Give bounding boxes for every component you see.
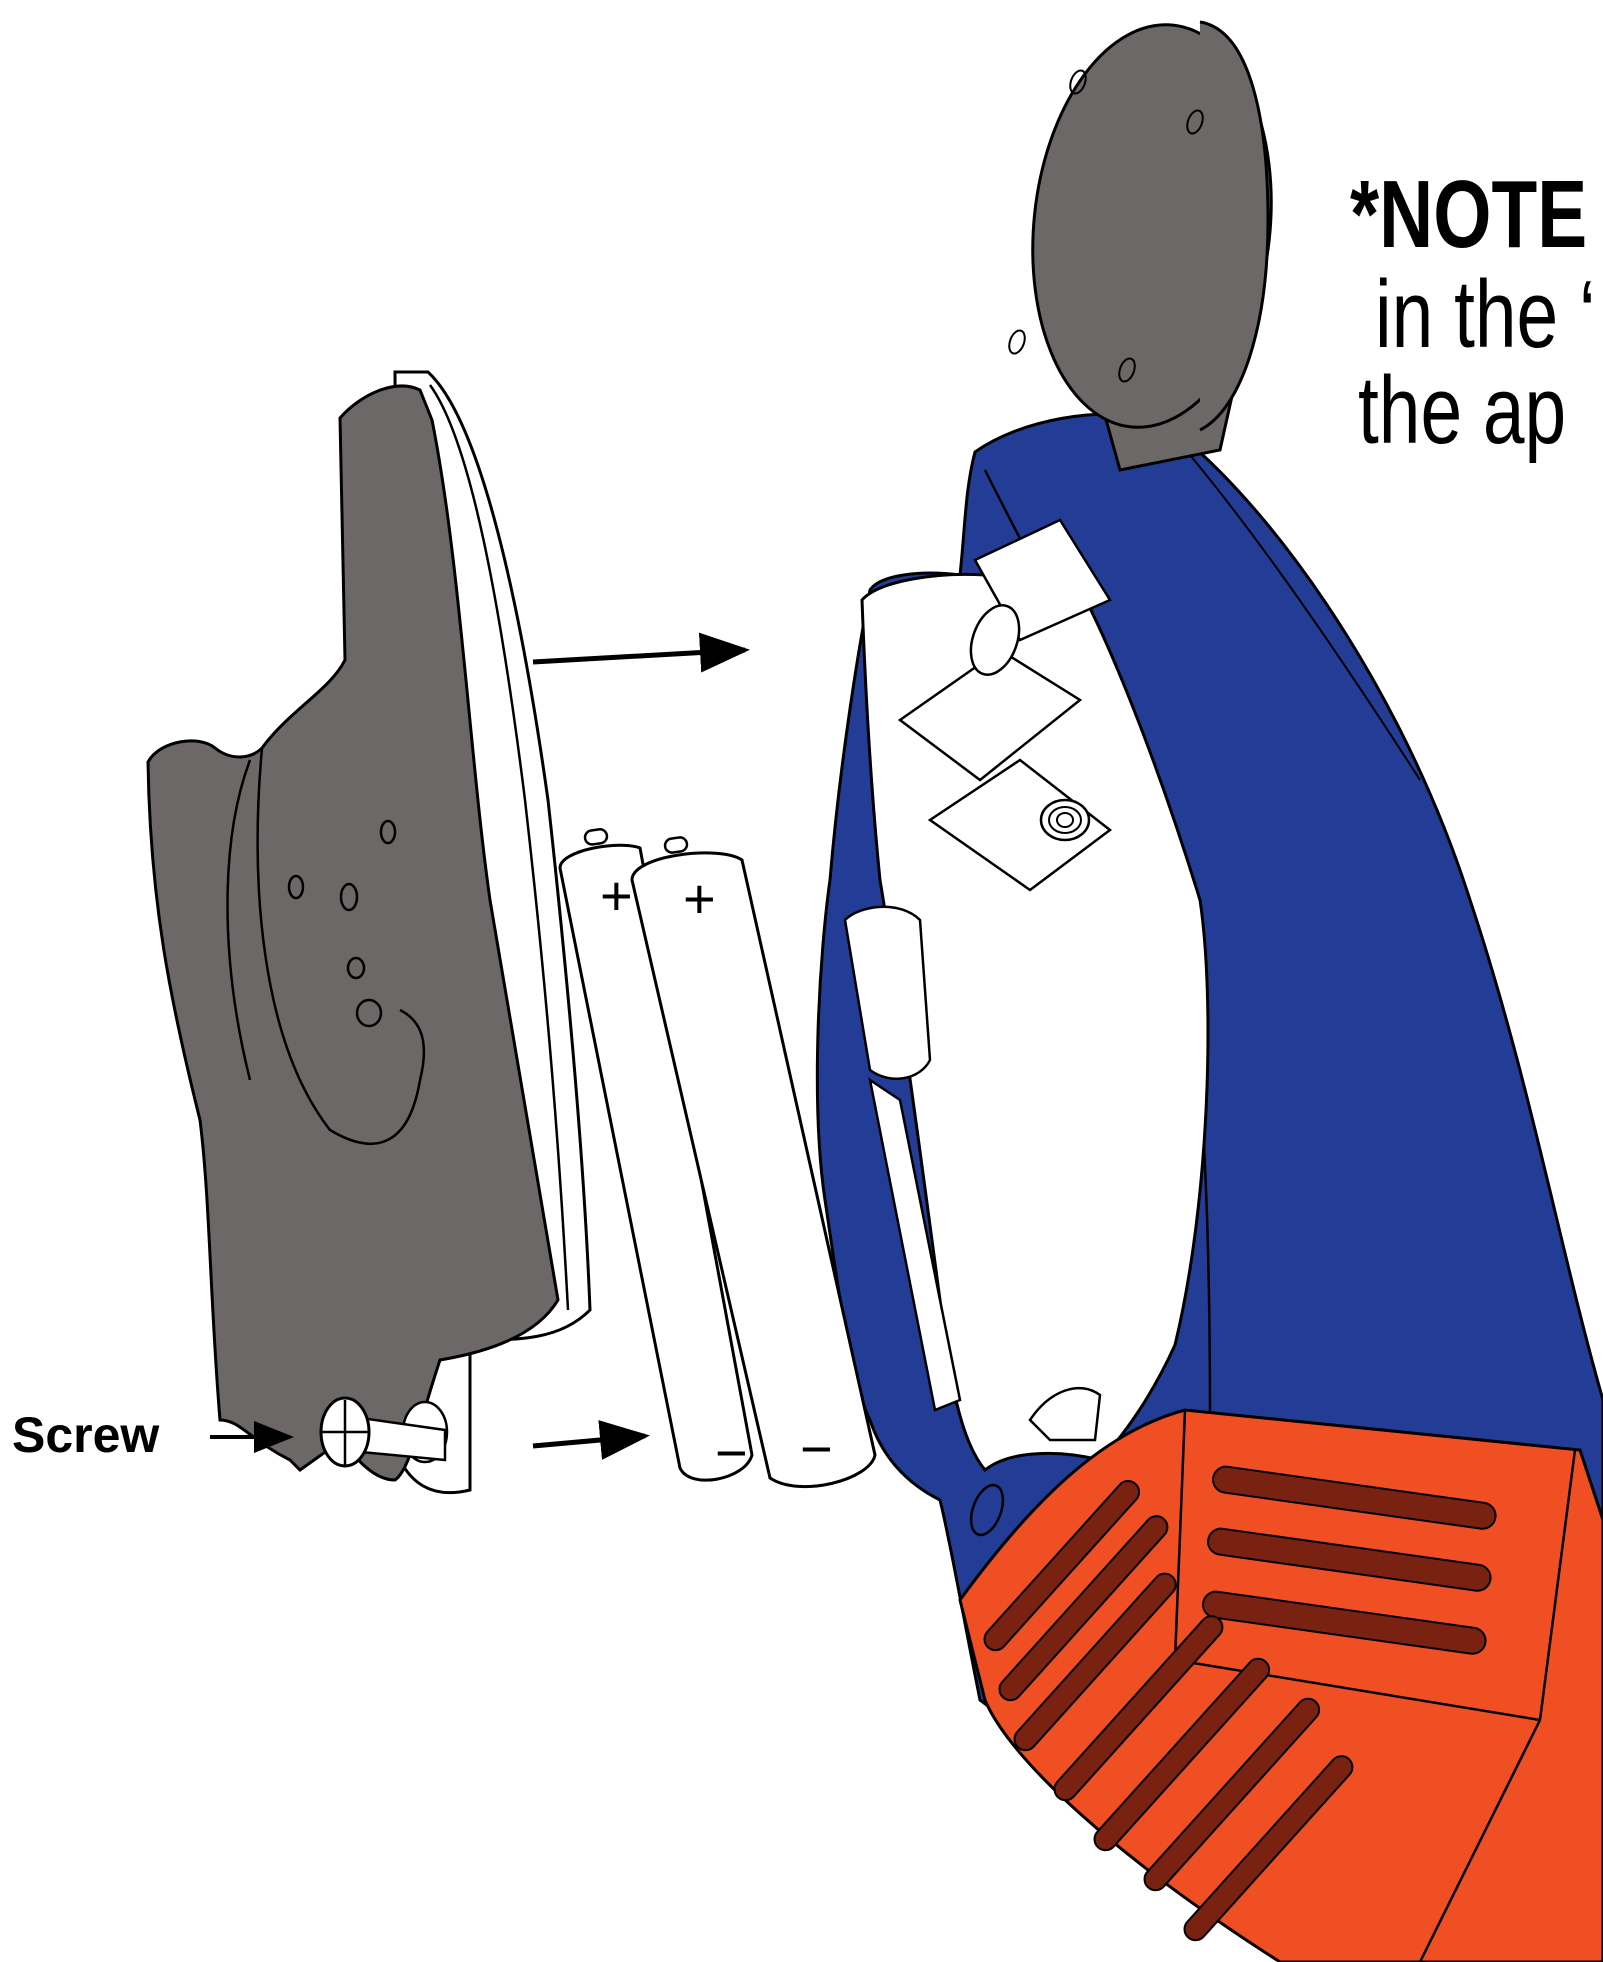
- note-line-2: in the ‘: [1375, 260, 1596, 370]
- note-line-1: *NOTE: [1350, 160, 1587, 270]
- note-line-3: the ap: [1358, 356, 1566, 466]
- contact-spring-icon: [1041, 800, 1089, 840]
- battery-cover: [148, 372, 590, 1493]
- battery-left-minus: −: [715, 1421, 748, 1484]
- arrow-cover-to-device: [533, 650, 745, 662]
- note-text: *NOTE in the ‘ the ap: [1350, 160, 1603, 540]
- top-cap: [1006, 13, 1290, 470]
- battery-right-minus: −: [800, 1417, 833, 1480]
- screw-label: Screw: [12, 1406, 159, 1464]
- orange-base: [960, 1410, 1603, 1962]
- battery-left-plus: +: [600, 864, 633, 927]
- battery-right-plus: +: [683, 867, 716, 930]
- arrow-screw-to-batteries: [533, 1436, 645, 1446]
